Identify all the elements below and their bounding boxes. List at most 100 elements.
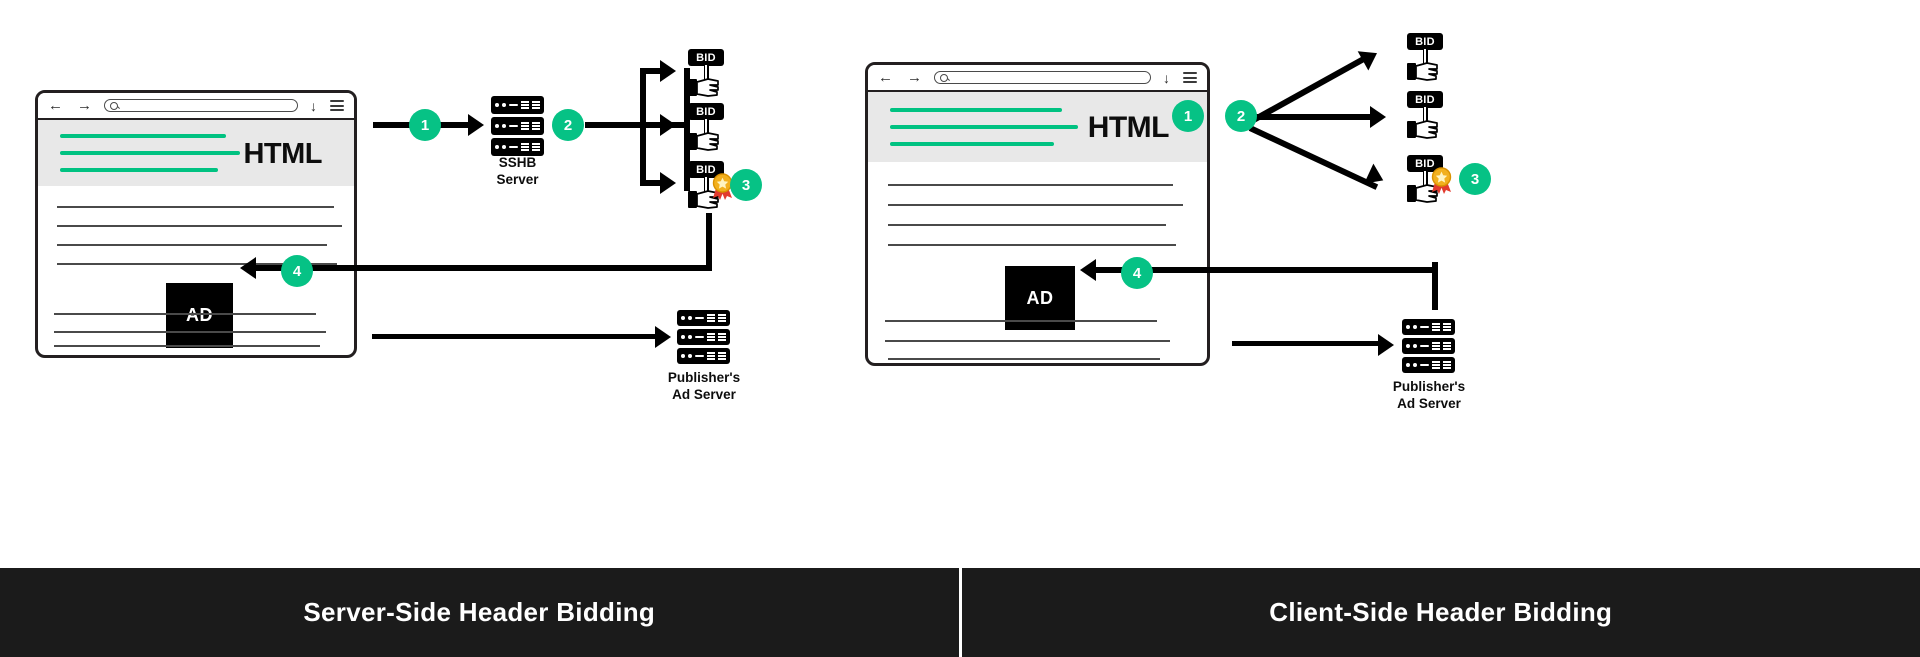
download-icon[interactable]: ↓ (310, 97, 317, 114)
step-badge-3: 3 (730, 169, 762, 201)
hamburger-menu-icon[interactable] (1183, 70, 1197, 86)
connector-bid-2 (1252, 114, 1375, 120)
connector-to-ad-server (372, 334, 660, 339)
arrowhead-bid-2 (1370, 106, 1386, 128)
connector-step-4-vertical (1432, 262, 1438, 310)
arrowhead-bid-3 (660, 172, 676, 194)
arrowhead-ad-server (655, 326, 671, 348)
footer-panel-client-side: Client-Side Header Bidding (961, 568, 1920, 657)
step-badge-4: 4 (281, 255, 313, 287)
browser-actions-group: ↓ (1163, 70, 1197, 86)
body-text-line (888, 184, 1173, 186)
connector-step-2-stem (585, 122, 690, 128)
arrowhead-step-4 (240, 257, 256, 279)
bid-hand-icon (1407, 62, 1438, 81)
bid-stick (1423, 107, 1428, 124)
bid-hand-icon (688, 132, 719, 151)
footer-panel-server-side: Server-Side Header Bidding (0, 568, 959, 657)
page-hero-section: HTML (38, 120, 354, 186)
bid-sign: BID (688, 161, 724, 178)
back-arrow-icon[interactable]: ← (48, 97, 63, 114)
address-bar[interactable] (934, 71, 1151, 84)
hero-text-lines (868, 108, 1078, 146)
sshb-server-label-line2: Server (496, 171, 539, 187)
page-hero-section: HTML (868, 92, 1207, 162)
html-label: HTML (243, 138, 322, 170)
bid-paddle-3-winner: BID (688, 161, 734, 209)
sshb-server-icon (491, 96, 544, 156)
award-medal-icon (1431, 167, 1452, 194)
body-text-line (885, 340, 1170, 342)
connector-step-2-branch-3 (640, 180, 664, 186)
browser-window-client-side: ← → ↓ HTML AD (865, 62, 1210, 366)
footer-bar: Server-Side Header Bidding Client-Side H… (0, 568, 1920, 657)
connector-to-ad-server (1232, 341, 1382, 346)
bid-stick (704, 177, 709, 194)
bid-sign: BID (688, 49, 724, 66)
body-text-line (54, 313, 316, 315)
arrowhead-step-1 (468, 114, 484, 136)
hero-text-lines (38, 134, 240, 172)
connector-step-2-trunk-main (640, 68, 646, 186)
connector-step-4-horizontal (255, 265, 712, 271)
bid-hand-icon (688, 190, 719, 209)
bid-stick (704, 65, 709, 82)
step-badge-2: 2 (552, 109, 584, 141)
browser-window-server-side: ← → ↓ HTML AD (35, 90, 357, 358)
footer-label-server-side: Server-Side Header Bidding (303, 597, 656, 627)
html-label: HTML (1087, 111, 1170, 144)
body-text-line (888, 244, 1176, 246)
bid-paddle-3-winner: BID (1407, 155, 1453, 203)
ad-server-label-line1: Publisher's (667, 370, 741, 385)
bid-stick (1423, 171, 1428, 188)
bid-paddle-1: BID (688, 49, 734, 97)
ad-server-label-line2: Ad Server (1397, 395, 1461, 411)
address-bar[interactable] (104, 99, 298, 112)
publisher-ad-server-icon (677, 310, 730, 364)
bid-paddle-2: BID (1407, 91, 1453, 139)
bid-stick (1423, 49, 1428, 66)
arrowhead-bid-1 (1357, 43, 1383, 71)
body-text-line (57, 244, 327, 246)
body-text-line (54, 331, 326, 333)
ad-server-label-line1: Publisher's (1392, 379, 1466, 394)
step-badge-2: 2 (1225, 100, 1257, 132)
bid-hand-icon (1407, 120, 1438, 139)
footer-divider (958, 568, 962, 657)
ad-slot: AD (166, 283, 233, 348)
forward-arrow-icon[interactable]: → (907, 69, 922, 86)
body-text-line (885, 320, 1157, 322)
step-badge-3: 3 (1459, 163, 1491, 195)
sshb-server-label-line1: SSHB (498, 155, 537, 170)
body-text-line (888, 358, 1160, 360)
download-icon[interactable]: ↓ (1163, 69, 1170, 86)
browser-nav-group: ← → (48, 98, 92, 113)
bid-stick (704, 119, 709, 136)
step-badge-1: 1 (1172, 100, 1204, 132)
sshb-server-label: SSHB Server (470, 155, 565, 189)
connector-step-2-branch-1b (640, 68, 664, 74)
bid-sign: BID (1407, 33, 1443, 50)
back-arrow-icon[interactable]: ← (878, 69, 893, 86)
arrowhead-step-4 (1080, 259, 1096, 281)
forward-arrow-icon[interactable]: → (77, 97, 92, 114)
connector-step-2-branch-2 (640, 122, 664, 128)
connector-step-2-branch-1 (684, 68, 686, 74)
body-text-line (888, 204, 1183, 206)
bid-sign: BID (1407, 155, 1443, 172)
connector-step-2-trunk (684, 68, 690, 191)
connector-bid-3-diagonal (1248, 125, 1379, 190)
arrowhead-bid-2 (660, 114, 676, 136)
step-badge-4: 4 (1121, 257, 1153, 289)
body-text-line (57, 206, 334, 208)
arrowhead-ad-server (1378, 334, 1394, 356)
hamburger-menu-icon[interactable] (330, 98, 344, 114)
footer-label-client-side: Client-Side Header Bidding (1269, 597, 1613, 627)
ad-slot: AD (1005, 266, 1075, 330)
award-medal-icon (712, 173, 733, 200)
browser-actions-group: ↓ (310, 98, 344, 114)
ad-server-label-line2: Ad Server (672, 386, 736, 402)
body-text-line (57, 225, 342, 227)
publisher-ad-server-label: Publisher's Ad Server (645, 370, 763, 404)
